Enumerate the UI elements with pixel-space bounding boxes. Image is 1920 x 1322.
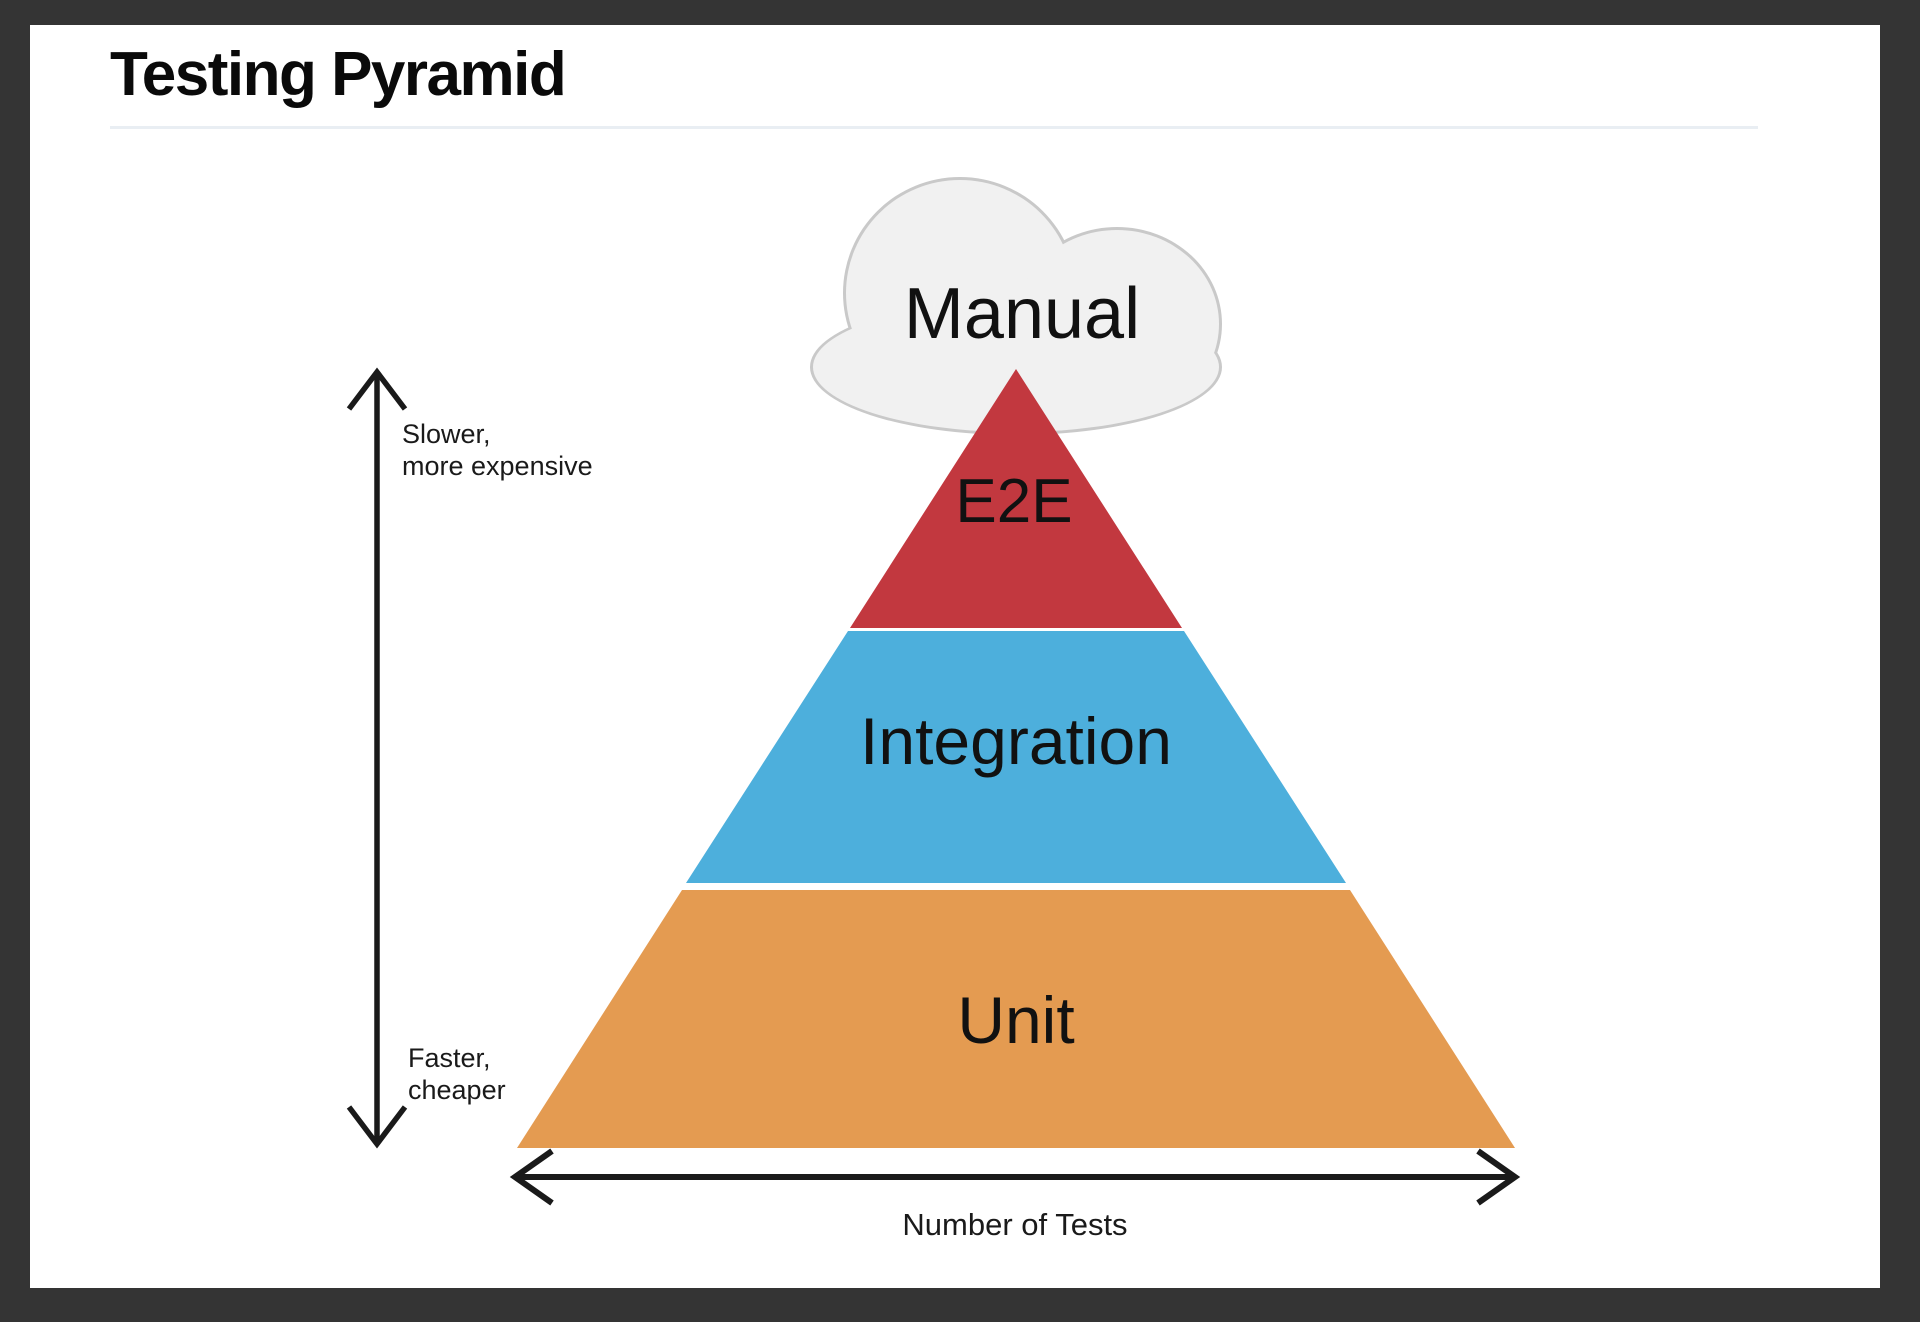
y-axis-bottom-label-line2: cheaper	[408, 1075, 506, 1105]
x-axis-arrow-left-head	[509, 1148, 554, 1206]
y-axis-top-label-line2: more expensive	[402, 451, 593, 481]
y-axis-arrow-top-head	[346, 367, 408, 411]
title-divider	[110, 126, 1758, 129]
pyramid-layer-integration	[686, 631, 1346, 883]
y-axis-arrow	[346, 367, 408, 1149]
y-axis-top-label-line1: Slower,	[402, 419, 491, 449]
y-axis-bottom-label-line1: Faster,	[408, 1043, 491, 1073]
pyramid-layer-e2e	[850, 369, 1182, 628]
pyramid-label-e2e: E2E	[955, 467, 1072, 536]
pyramid-label-unit: Unit	[957, 983, 1074, 1057]
pyramid-layer-unit	[517, 890, 1515, 1148]
pyramid-label-integration: Integration	[860, 704, 1172, 778]
cloud-base	[813, 302, 1219, 432]
cloud-label-manual: Manual	[904, 274, 1140, 354]
x-axis-arrow-right-head	[1476, 1148, 1521, 1206]
x-axis-label: Number of Tests	[902, 1207, 1127, 1242]
cloud-shape	[813, 180, 1219, 432]
x-axis-arrow	[509, 1148, 1521, 1206]
y-axis-arrow-bottom-head	[346, 1105, 408, 1149]
page-title: Testing Pyramid	[110, 40, 565, 109]
